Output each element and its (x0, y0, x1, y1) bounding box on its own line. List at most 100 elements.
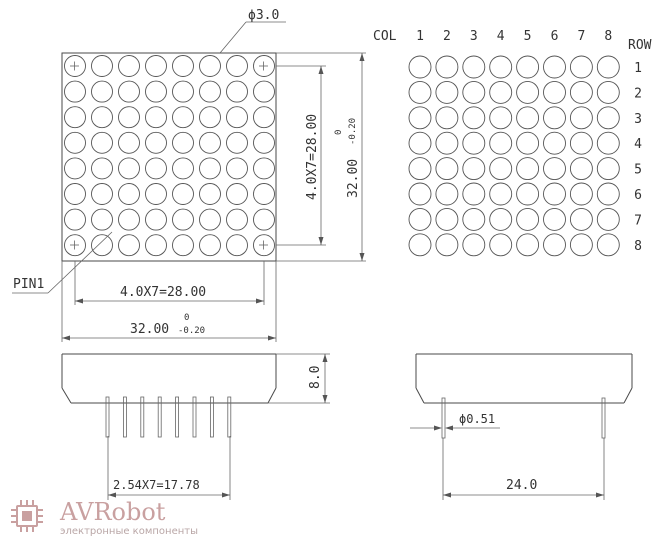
matrix-dot (435, 157, 459, 181)
matrix-dot (569, 80, 593, 104)
front-dot (145, 157, 167, 180)
row-header-label: ROW (628, 38, 652, 53)
row-number: 4 (634, 137, 642, 152)
front-dot (199, 106, 221, 129)
front-dot (118, 55, 140, 77)
matrix-dot (543, 157, 566, 181)
front-dot (253, 157, 275, 180)
front-dot-grid (64, 55, 275, 257)
column-number: 2 (443, 29, 451, 44)
front-dot (91, 55, 113, 77)
matrix-dot-grid (408, 55, 620, 257)
matrix-dot (516, 182, 540, 206)
dot-diameter-leader (219, 21, 247, 54)
matrix-dot (408, 207, 432, 231)
front-dot (64, 157, 86, 180)
matrix-dot (569, 131, 593, 155)
matrix-dot (516, 157, 540, 181)
front-dot (145, 208, 167, 231)
front-dot (172, 234, 194, 257)
row-number: 5 (634, 163, 642, 178)
front-dot (172, 208, 194, 231)
matrix-dot (596, 55, 620, 79)
column-number: 4 (497, 29, 505, 44)
front-dot (64, 106, 86, 129)
matrix-dot (462, 106, 486, 130)
matrix-dot (596, 106, 620, 130)
matrix-dot (516, 55, 540, 79)
front-dot (226, 55, 248, 77)
front-dot (253, 208, 275, 231)
side-view-pins (105, 396, 232, 438)
front-dot (118, 234, 140, 257)
front-dot (172, 55, 194, 77)
end-view-pin-left (441, 397, 446, 439)
front-dot (64, 208, 86, 231)
front-dot (199, 55, 221, 77)
matrix-dot (569, 55, 593, 79)
front-dot (226, 157, 248, 180)
front-dot (226, 131, 248, 154)
col-header-label: COL (373, 29, 397, 44)
matrix-dot (543, 80, 566, 104)
front-dot (145, 234, 167, 257)
matrix-dot (489, 233, 513, 257)
side-pin (209, 396, 214, 438)
side-pin (157, 396, 162, 438)
pin-pitch-label: 2.54X7=17.78 (113, 478, 200, 492)
vertical-tol-upper: 0 (334, 130, 344, 135)
row-number: 7 (634, 213, 642, 228)
matrix-dot (435, 207, 459, 231)
front-dot (226, 183, 248, 205)
front-dot (118, 80, 140, 103)
front-dot (118, 131, 140, 154)
matrix-dot (516, 80, 540, 104)
row-number: 6 (634, 188, 642, 203)
row-number: 3 (634, 112, 642, 127)
front-dot (253, 131, 275, 154)
matrix-dot (596, 233, 620, 257)
matrix-dot (543, 106, 566, 130)
side-pin (123, 396, 127, 438)
matrix-dot (489, 106, 513, 130)
front-dot (199, 157, 221, 180)
front-dot (145, 183, 167, 205)
front-dot (172, 80, 194, 103)
front-dot (64, 183, 86, 205)
chip-icon (11, 500, 43, 532)
matrix-dot (569, 106, 593, 130)
front-dot (91, 183, 113, 205)
column-number: 7 (577, 29, 585, 44)
matrix-dot (408, 131, 432, 155)
matrix-dot (408, 157, 432, 181)
end-view: ϕ0.51 24.0 (410, 353, 633, 500)
matrix-dot (489, 182, 513, 206)
front-dot (145, 55, 167, 77)
logo-name: AVRobot (59, 498, 166, 526)
matrix-dot (516, 207, 540, 231)
matrix-dot (569, 233, 593, 257)
matrix-dot (489, 131, 513, 155)
matrix-dot (462, 55, 486, 79)
matrix-dot (408, 106, 432, 130)
column-number: 6 (551, 29, 559, 44)
column-number: 3 (470, 29, 478, 44)
vertical-pitch-label: 4.0X7=28.00 (305, 114, 320, 200)
front-dot (226, 80, 248, 103)
front-dot (199, 80, 221, 103)
matrix-dot (489, 80, 513, 104)
column-number: 8 (604, 29, 612, 44)
front-dot (199, 183, 221, 205)
height-label: 8.0 (308, 366, 323, 389)
front-dot (199, 131, 221, 154)
matrix-dot (462, 157, 486, 181)
front-dot (172, 157, 194, 180)
matrix-dot (408, 233, 432, 257)
front-dot (91, 208, 113, 231)
vertical-size-label: 32.00 (346, 159, 361, 198)
front-dot (118, 183, 140, 205)
matrix-dot (435, 182, 459, 206)
matrix-dot (543, 131, 566, 155)
matrix-dot (569, 182, 593, 206)
